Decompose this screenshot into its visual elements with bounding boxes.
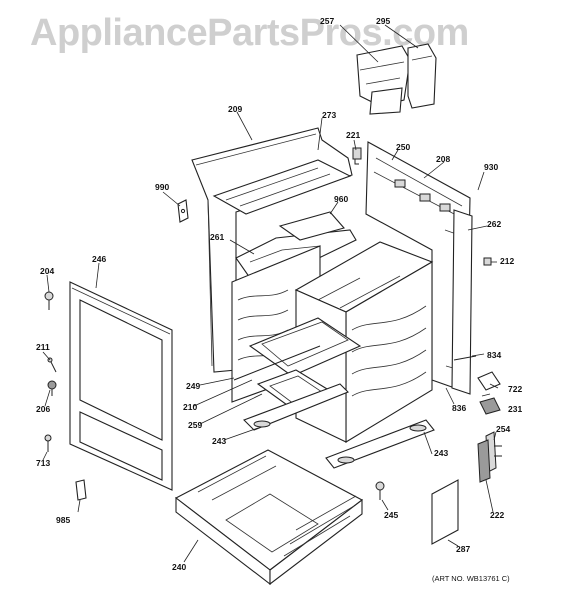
callout-245: 245 (384, 510, 398, 520)
callout-261: 261 (210, 232, 224, 242)
part-257-vent-duct (356, 45, 411, 115)
part-985-bracket (75, 479, 87, 501)
part-208-back-panel (365, 141, 471, 393)
part-222-hinge-receiver (477, 439, 491, 483)
callout-246: 246 (92, 254, 106, 264)
callout-231: 231 (508, 404, 522, 414)
callout-262: 262 (487, 219, 501, 229)
part-262-panel-flange (451, 209, 473, 395)
callout-243-right: 243 (434, 448, 448, 458)
part-221-clip (352, 147, 362, 165)
callout-243-left: 243 (212, 436, 226, 446)
part-212-clip (483, 257, 492, 266)
callout-990: 990 (155, 182, 169, 192)
callout-204: 204 (40, 266, 54, 276)
part-210-oven-rack (248, 317, 362, 377)
part-295-vent-trim (407, 43, 437, 109)
leader-lines (42, 24, 499, 563)
callout-287: 287 (456, 544, 470, 554)
callout-210: 210 (183, 402, 197, 412)
part-245-screw (375, 481, 385, 500)
callout-259: 259 (188, 420, 202, 430)
part-273-top-plate (212, 159, 352, 215)
part-204-screw (44, 291, 54, 310)
callout-254: 254 (496, 424, 510, 434)
part-834-wire (453, 355, 477, 361)
part-287-cover-plate (431, 479, 459, 545)
callout-221: 221 (346, 130, 360, 140)
callout-295: 295 (376, 16, 390, 26)
art-number: (ART NO. WB13761 C) (432, 574, 510, 583)
part-243-lower-tray-right (325, 419, 435, 469)
part-960-insulation (278, 211, 345, 241)
callout-257: 257 (320, 16, 334, 26)
part-990-bracket (177, 199, 189, 223)
callout-211: 211 (36, 342, 50, 352)
callout-250: 250 (396, 142, 410, 152)
part-206-nut (47, 380, 57, 396)
callout-930: 930 (484, 162, 498, 172)
callout-722: 722 (508, 384, 522, 394)
callout-836: 836 (452, 403, 466, 413)
part-243-lower-tray-left (243, 383, 349, 431)
callout-834: 834 (487, 350, 501, 360)
callout-206: 206 (36, 404, 50, 414)
part-713-screw (44, 434, 52, 452)
part-249-rack-guide (233, 345, 321, 381)
callout-249: 249 (186, 381, 200, 391)
part-722-bracket (477, 371, 501, 391)
callout-985: 985 (56, 515, 70, 525)
callout-209: 209 (228, 104, 242, 114)
callout-208: 208 (436, 154, 450, 164)
callout-273: 273 (322, 110, 336, 120)
callout-212: 212 (500, 256, 514, 266)
part-246-door-frame (69, 281, 173, 491)
callout-labels: 257 295 209 273 221 250 208 930 990 960 … (36, 16, 522, 572)
part-211-screw (47, 357, 57, 373)
callout-713: 713 (36, 458, 50, 468)
part-231-bracket (479, 397, 501, 415)
callout-240: 240 (172, 562, 186, 572)
part-240-drawer (174, 449, 364, 586)
callout-960: 960 (334, 194, 348, 204)
callout-222: 222 (490, 510, 504, 520)
